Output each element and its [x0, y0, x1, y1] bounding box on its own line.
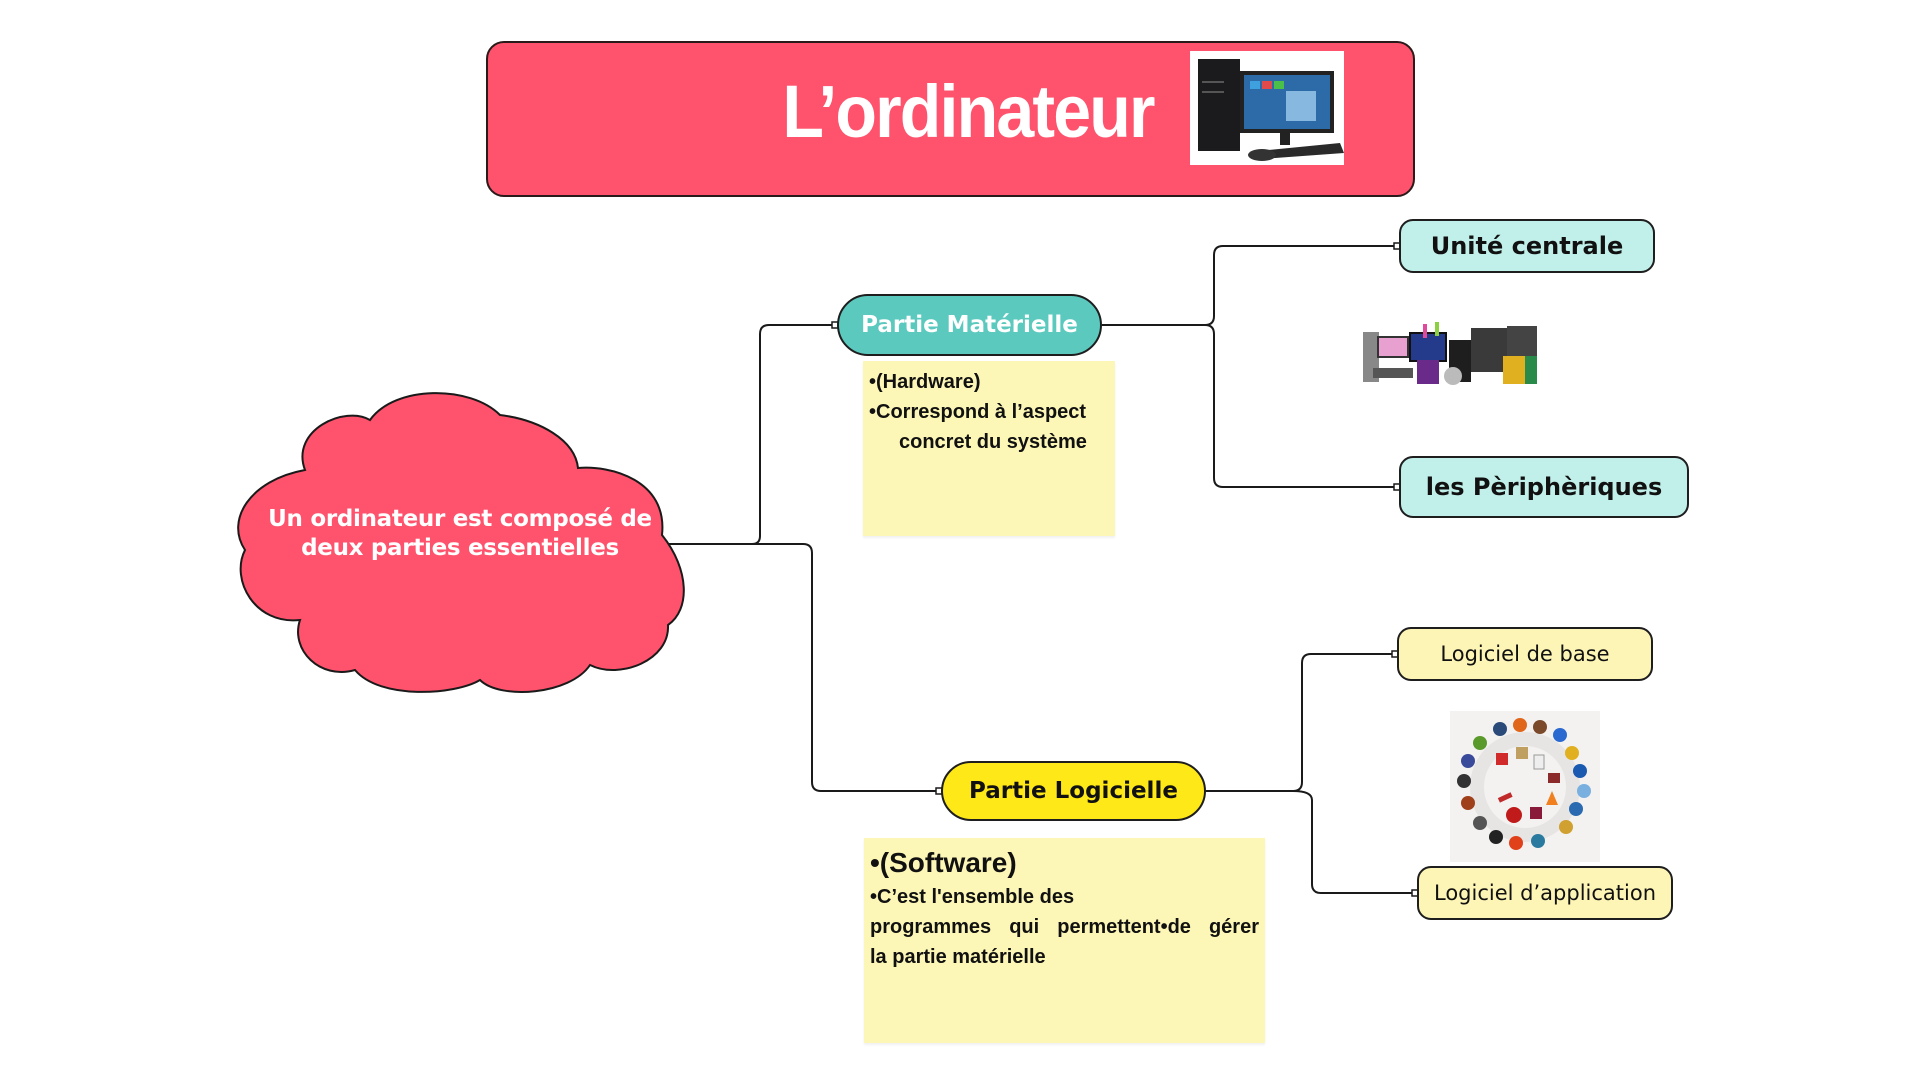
connector-root-logicielle: [662, 543, 937, 792]
root-text-line1: Un ordinateur est composé de: [268, 506, 652, 532]
note-logicielle-line2: •C’est l'ensemble des: [870, 886, 1075, 908]
page-title: L’ordinateur: [782, 70, 1155, 153]
note-materielle: •(Hardware) •Correspond à l’aspect concr…: [863, 361, 1115, 536]
software-icons-image: [1450, 711, 1600, 862]
node-partie-materielle[interactable]: Partie Matérielle: [837, 294, 1102, 356]
connector-logicielle-la: [1292, 790, 1413, 894]
note-logicielle-line3: programmes qui permettent•de gérer: [870, 916, 1259, 938]
root-text-line2: deux parties essentielles: [301, 535, 619, 561]
node-logiciel-application[interactable]: Logiciel d’application: [1417, 866, 1673, 920]
connector-logicielle-lb: [1206, 653, 1393, 792]
desktop-computer-image: [1190, 51, 1344, 165]
root-node-text: Un ordinateur est composé de deux partie…: [250, 505, 670, 563]
node-logiciel-de-base[interactable]: Logiciel de base: [1397, 627, 1653, 681]
node-unite-centrale[interactable]: Unité centrale: [1399, 219, 1655, 273]
note-materielle-line1: •(Hardware): [869, 371, 981, 393]
note-logicielle-line1: •(Software): [870, 847, 1017, 878]
title-banner: L’ordinateur: [486, 41, 1415, 197]
node-partie-logicielle[interactable]: Partie Logicielle: [941, 761, 1206, 821]
note-materielle-line3: concret du système: [899, 431, 1087, 453]
note-logicielle: •(Software) •C’est l'ensemble des progra…: [864, 838, 1265, 1043]
connector-materielle-uc: [1102, 245, 1395, 326]
connector-root-materielle: [662, 324, 833, 545]
hardware-devices-image: [1363, 318, 1537, 390]
note-materielle-line2: •Correspond à l’aspect: [869, 401, 1087, 423]
note-logicielle-line4: la partie matérielle: [870, 946, 1046, 968]
node-peripheriques[interactable]: les Pèriphèriques: [1399, 456, 1689, 518]
